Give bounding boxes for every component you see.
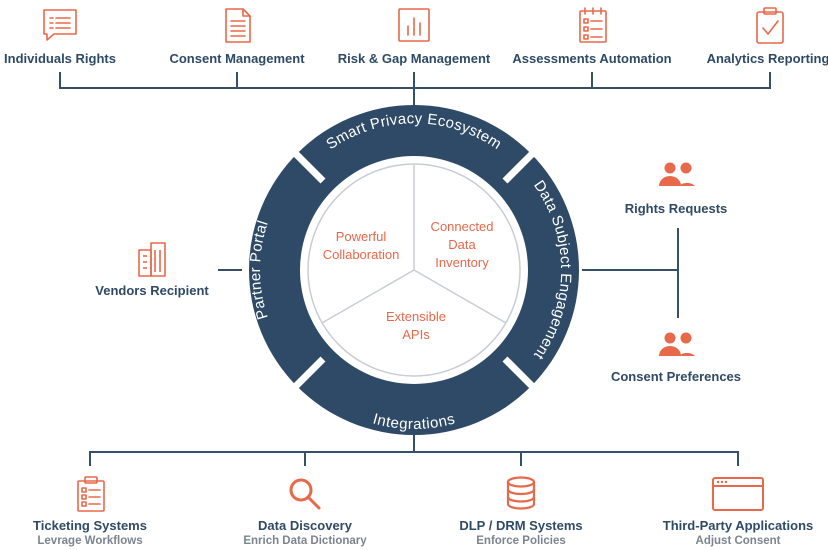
center-extensible-apis: Extensible APIs	[386, 308, 446, 344]
center-powerful-collaboration: Powerful Collaboration	[323, 228, 400, 264]
center-bottom-line-1: Extensible	[386, 309, 446, 324]
browser-dots	[716, 480, 728, 484]
label-third-party-applications: Third-Party Applications	[662, 518, 814, 533]
label-analytics-reporting: Analytics Reporting	[706, 51, 828, 66]
label-individuals-rights: Individuals Rights	[4, 51, 116, 66]
database-icon	[506, 476, 536, 510]
center-dividers	[321, 164, 507, 324]
label-data-discovery: Data Discovery	[258, 518, 352, 533]
connector-lines	[59, 72, 771, 466]
label-consent-management: Consent Management	[169, 51, 305, 66]
ring-label-bottom: Integrations	[371, 410, 457, 433]
rights-form-icon	[43, 9, 77, 41]
checklist-icon	[77, 476, 105, 512]
center-left-line-1: Powerful	[335, 229, 387, 244]
ring-separators	[292, 150, 536, 390]
sub-dlp-drm-systems: Enforce Policies	[476, 535, 566, 547]
sub-data-discovery: Enrich Data Dictionary	[243, 535, 367, 547]
label-vendors-recipient: Vendors Recipient	[95, 283, 209, 298]
ecosystem-ring: Smart Privacy Ecosystem Data Subject Eng…	[247, 105, 579, 435]
magnifier-icon	[289, 478, 321, 510]
center-connected-data-inventory: Connected Data Inventory	[431, 218, 494, 272]
sub-ticketing-systems: Levrage Workflows	[37, 535, 143, 547]
bar-chart-icon	[398, 8, 430, 42]
people-icon	[659, 162, 695, 186]
label-risk-gap-management: Risk & Gap Management	[337, 51, 491, 66]
label-ticketing-systems: Ticketing Systems	[33, 518, 147, 533]
building-icon	[138, 242, 166, 277]
clipboard-check-icon	[756, 7, 784, 44]
center-bottom-line-2: APIs	[402, 327, 430, 342]
center-right-line-3: Inventory	[435, 255, 489, 270]
checklist-icon	[579, 7, 607, 43]
label-rights-requests: Rights Requests	[624, 201, 728, 216]
people-icon	[659, 332, 695, 356]
center-right-line-1: Connected	[430, 219, 494, 234]
sub-third-party-applications: Adjust Consent	[695, 535, 781, 547]
bottom-bracket	[89, 451, 739, 466]
browser-window-icon	[712, 477, 764, 511]
center-left-line-2: Collaboration	[322, 247, 400, 262]
label-dlp-drm-systems: DLP / DRM Systems	[459, 518, 583, 533]
label-assessments-automation: Assessments Automation	[512, 51, 672, 66]
document-icon	[225, 8, 251, 43]
center-right-line-2: Data	[448, 237, 476, 252]
label-consent-preferences: Consent Preferences	[610, 369, 742, 384]
